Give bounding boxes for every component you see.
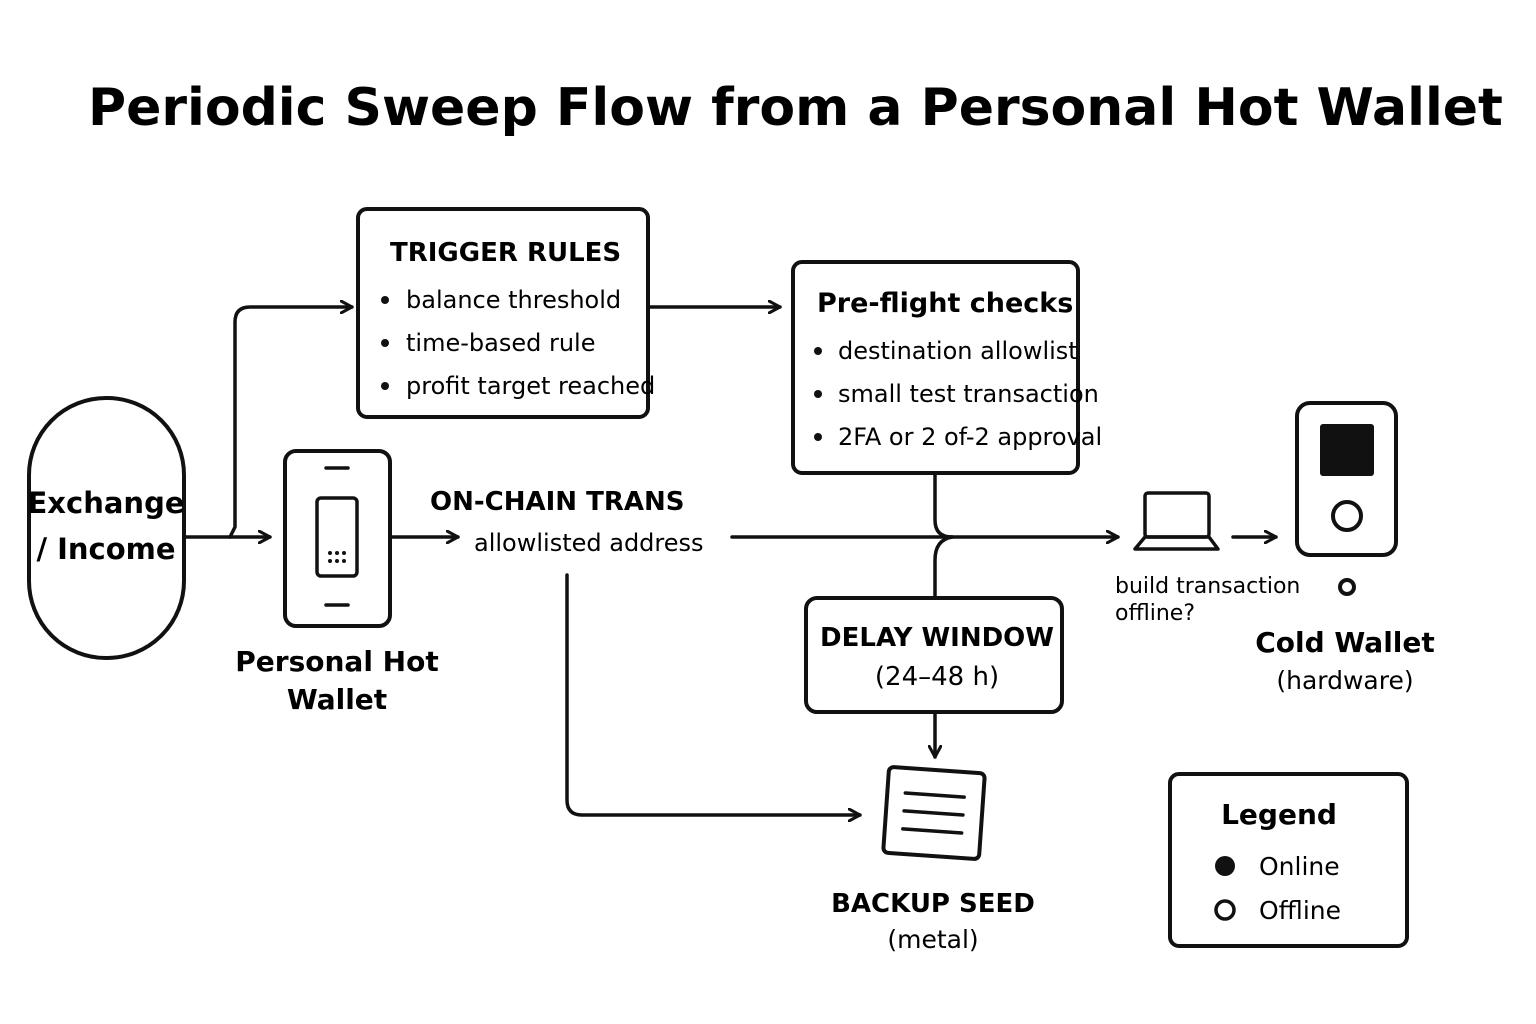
line-preflight-to-main xyxy=(933,472,954,539)
trigger-rule-item: profit target reached xyxy=(406,372,655,400)
offline-dot-icon xyxy=(1214,899,1236,921)
preflight-item: small test transaction xyxy=(838,380,1099,408)
preflight-heading: Pre-flight checks xyxy=(817,288,1073,319)
cold-wallet-sublabel: (hardware) xyxy=(1276,666,1413,695)
backup-sublabel: (metal) xyxy=(887,925,978,954)
hot-wallet-node: Personal Hot Wallet xyxy=(235,449,439,716)
legend-online-label: Online xyxy=(1259,852,1340,881)
trigger-rule-item: time-based rule xyxy=(406,329,595,357)
preflight-checks-box: Pre-flight checks destination allowlist … xyxy=(791,260,1102,475)
preflight-item: 2FA or 2 of-2 approval xyxy=(838,423,1102,451)
arrow-exchange-to-trigger-rules xyxy=(228,307,354,539)
offline-build-label-line2: offline? xyxy=(1115,601,1195,626)
cold-wallet-node: Cold Wallet (hardware) xyxy=(1255,401,1435,695)
offline-build-label-line1: build transaction xyxy=(1115,574,1300,599)
laptop-icon xyxy=(1143,491,1211,539)
trigger-rules-box: TRIGGER RULES balance threshold time-bas… xyxy=(356,207,655,419)
legend-offline-label: Offline xyxy=(1259,896,1341,925)
cold-wallet-heading: Cold Wallet xyxy=(1255,626,1435,659)
connectors xyxy=(183,307,1278,815)
exchange-label-line2: / Income xyxy=(36,532,175,566)
offline-build-node: build transaction offline? xyxy=(1115,491,1300,626)
legend: Legend Online Offline xyxy=(1168,772,1409,948)
online-dot-icon xyxy=(1215,856,1235,876)
legend-heading: Legend xyxy=(1221,798,1337,831)
exchange-node: Exchange / Income xyxy=(27,396,186,660)
delay-sublabel: (24–48 h) xyxy=(875,662,999,692)
exchange-label-line1: Exchange xyxy=(28,486,185,520)
arrow-onchain-to-backup xyxy=(565,573,862,815)
trigger-rule-item: balance threshold xyxy=(406,286,621,314)
onchain-heading: ON-CHAIN TRANS xyxy=(430,487,684,517)
offline-indicator-icon xyxy=(1338,578,1356,596)
backup-seed-node: BACKUP SEED (metal) xyxy=(831,765,1035,954)
diagram-title: Periodic Sweep Flow from a Personal Hot … xyxy=(88,78,1503,138)
hot-wallet-label-line2: Wallet xyxy=(287,683,387,716)
onchain-sublabel: allowlisted address xyxy=(474,529,704,557)
trigger-rules-heading: TRIGGER RULES xyxy=(390,238,621,268)
backup-heading: BACKUP SEED xyxy=(831,889,1035,919)
preflight-item: destination allowlist xyxy=(838,337,1078,365)
delay-window-box: DELAY WINDOW (24–48 h) xyxy=(804,596,1064,714)
hot-wallet-label-line1: Personal Hot xyxy=(235,645,438,678)
line-main-to-delay xyxy=(933,535,954,600)
delay-heading: DELAY WINDOW xyxy=(820,623,1054,653)
